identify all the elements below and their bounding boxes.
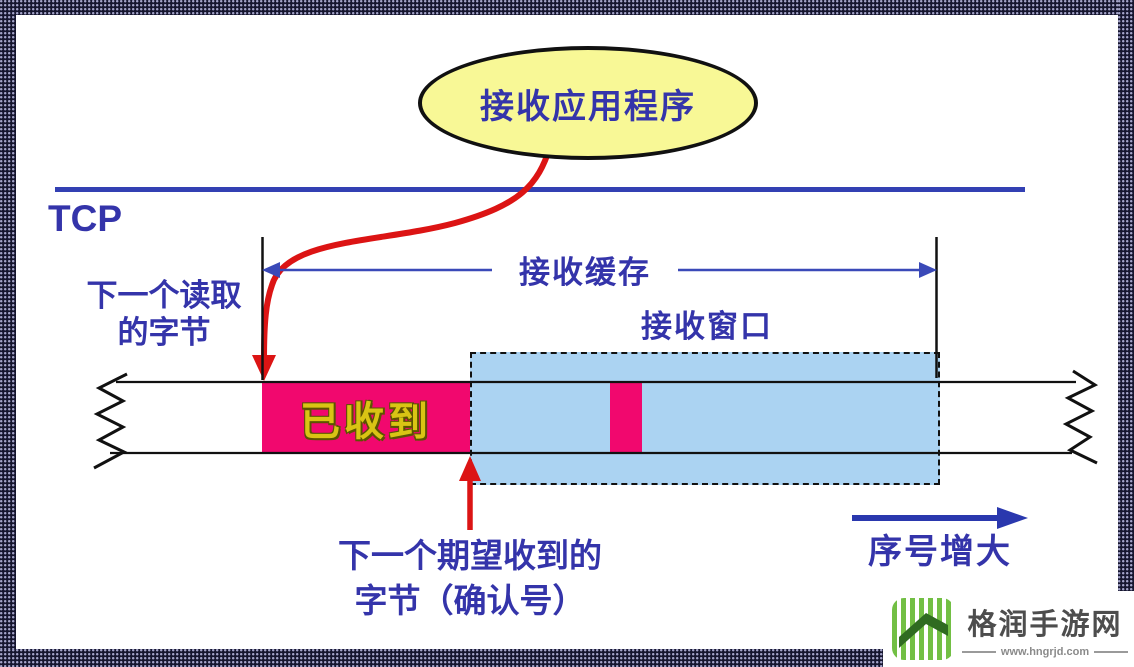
- received-block-label: 已收到: [300, 399, 432, 444]
- logo-roof-arrow-icon: [899, 613, 948, 648]
- site-url-row: www.hngrjd.com: [962, 646, 1128, 658]
- up-arrowhead-icon: [459, 456, 481, 481]
- site-name: 格润手游网: [967, 608, 1123, 641]
- tcp-boundary-line: [55, 187, 1025, 192]
- decorative-border-right: [1118, 0, 1134, 667]
- site-logo-icon: [892, 598, 954, 660]
- buffer-span-right-arrowhead-icon: [919, 262, 937, 278]
- down-arrowhead-icon: [252, 355, 276, 381]
- app-to-buffer-curved-arrow-icon: [261, 146, 553, 361]
- right-arrowhead-icon: [997, 507, 1028, 529]
- site-url: www.hngrjd.com: [1000, 645, 1090, 658]
- decorative-border-left: [0, 0, 16, 667]
- url-rule-left: [962, 650, 996, 653]
- buffer-span-left-arrowhead-icon: [262, 262, 280, 278]
- received-data-block: 已收到: [262, 382, 470, 453]
- zigzag-break-left-icon: [93, 372, 128, 470]
- site-watermark: 格润手游网 www.hngrjd.com: [883, 591, 1134, 667]
- site-watermark-text: 格润手游网 www.hngrjd.com: [962, 601, 1128, 658]
- url-rule-right: [1094, 650, 1128, 653]
- received-segment-stripe: [610, 382, 642, 453]
- zigzag-break-right-icon: [1062, 369, 1099, 465]
- decorative-border-top: [0, 0, 1134, 15]
- receive-window-rect: [470, 352, 940, 485]
- decorative-border-bottom: [0, 649, 1134, 667]
